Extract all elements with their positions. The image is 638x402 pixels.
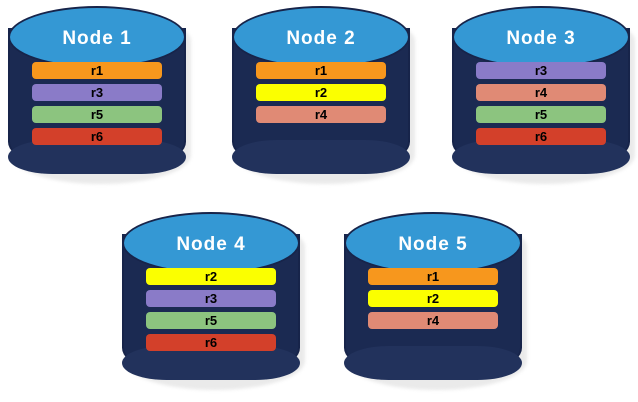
record-bar[interactable]: r6 [476, 128, 606, 145]
record-bar[interactable]: r6 [146, 334, 276, 351]
record-bar[interactable]: r2 [368, 290, 498, 307]
database-node-2[interactable]: Node 2 r1 r2 r4 [232, 6, 415, 186]
record-list: r1 r2 r4 [232, 62, 410, 123]
node-title: Node 5 [398, 233, 468, 255]
record-bar[interactable]: r1 [32, 62, 162, 79]
record-bar[interactable]: r6 [32, 128, 162, 145]
database-node-3[interactable]: Node 3 r3 r4 r5 r6 [452, 6, 635, 186]
cylinder-top-ellipse: Node 1 [8, 6, 186, 68]
cylinder-top-ellipse: Node 3 [452, 6, 630, 68]
node-title: Node 1 [62, 27, 132, 49]
node-title: Node 4 [176, 233, 246, 255]
database-node-5[interactable]: Node 5 r1 r2 r4 [344, 212, 527, 392]
record-list: r1 r3 r5 r6 [8, 62, 186, 145]
record-list: r3 r4 r5 r6 [452, 62, 630, 145]
record-bar[interactable]: r1 [368, 268, 498, 285]
record-bar[interactable]: r4 [368, 312, 498, 329]
record-bar[interactable]: r4 [476, 84, 606, 101]
record-list: r2 r3 r5 r6 [122, 268, 300, 351]
record-bar[interactable]: r3 [146, 290, 276, 307]
record-bar[interactable]: r3 [476, 62, 606, 79]
record-bar[interactable]: r1 [256, 62, 386, 79]
node-title: Node 2 [286, 27, 356, 49]
record-list: r1 r2 r4 [344, 268, 522, 329]
database-node-1[interactable]: Node 1 r1 r3 r5 r6 [8, 6, 191, 186]
record-bar[interactable]: r5 [32, 106, 162, 123]
cylinder-top-ellipse: Node 4 [122, 212, 300, 274]
cylinder-top-ellipse: Node 2 [232, 6, 410, 68]
record-bar[interactable]: r2 [146, 268, 276, 285]
cylinder-top-ellipse: Node 5 [344, 212, 522, 274]
database-node-4[interactable]: Node 4 r2 r3 r5 r6 [122, 212, 305, 392]
record-bar[interactable]: r4 [256, 106, 386, 123]
record-bar[interactable]: r5 [476, 106, 606, 123]
record-bar[interactable]: r2 [256, 84, 386, 101]
record-bar[interactable]: r3 [32, 84, 162, 101]
record-bar[interactable]: r5 [146, 312, 276, 329]
node-title: Node 3 [506, 27, 576, 49]
